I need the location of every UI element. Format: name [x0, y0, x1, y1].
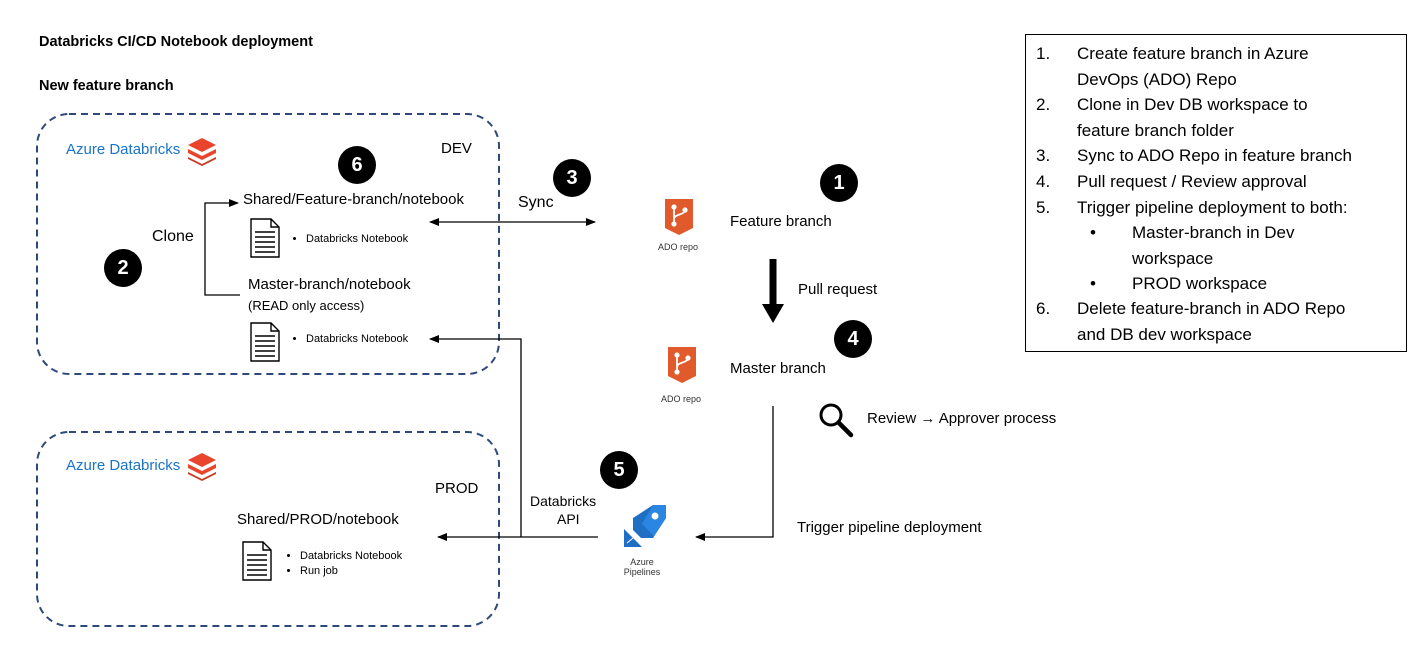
master-notebook-access: (READ only access)	[248, 298, 365, 313]
steps-list-box: 1. Create feature branch in Azure DevOps…	[1025, 34, 1407, 352]
pull-request-label: Pull request	[798, 281, 878, 298]
ado-repo-icon	[665, 346, 699, 389]
step-badge-5: 5	[600, 451, 638, 489]
azure-pipelines-line1: Azure	[630, 557, 654, 567]
feature-branch-label: Feature branch	[730, 213, 832, 230]
notebook-document-icon	[250, 322, 280, 367]
prod-run-job-note: Run job	[300, 565, 402, 577]
master-notebook-note: Databricks Notebook	[306, 333, 408, 345]
step-badge-2: 2	[104, 249, 142, 287]
trigger-pipeline-label: Trigger pipeline deployment	[797, 519, 982, 536]
ado-repo-icon	[662, 198, 696, 241]
clone-bracket	[204, 199, 240, 296]
dev-workspace-box	[36, 113, 500, 375]
feature-notebook-path: Shared/Feature-branch/notebook	[243, 191, 464, 208]
prod-env-label: PROD	[435, 480, 479, 497]
notebook-document-icon	[242, 541, 272, 586]
step-badge-4: 4	[834, 320, 872, 358]
search-icon	[818, 402, 854, 443]
prod-workspace-box	[36, 431, 500, 627]
substep-text: Master-branch in Dev	[1132, 223, 1295, 242]
step-number: 3.	[1036, 146, 1051, 165]
diagram-title: Databricks CI/CD Notebook deployment	[39, 34, 313, 50]
dev-azure-databricks-label: Azure Databricks	[66, 141, 181, 158]
prod-notebook-bullets: Databricks Notebook Run job	[284, 550, 402, 580]
prod-notebook-note: Databricks Notebook	[300, 550, 402, 562]
substep-text: workspace	[1132, 248, 1214, 268]
step-text: feature branch folder	[1077, 120, 1234, 140]
databricks-api-line2: API	[557, 511, 580, 527]
step-badge-3: 3	[553, 159, 591, 197]
step-number: 5.	[1036, 198, 1051, 217]
api-to-dev-arrow	[429, 335, 522, 537]
step-badge-1: 1	[820, 164, 858, 202]
clone-label: Clone	[152, 228, 194, 245]
step-text: Clone in Dev DB workspace to	[1077, 95, 1308, 114]
trigger-arrow	[695, 406, 774, 541]
step-number: 4.	[1036, 172, 1051, 191]
databricks-logo-icon	[186, 451, 218, 486]
ado-repo-label-master: ADO repo	[661, 394, 702, 404]
step-badge-6: 6	[338, 146, 376, 184]
azure-pipelines-icon	[622, 503, 668, 554]
databricks-logo-icon	[186, 136, 218, 171]
master-notebook-path: Master-branch/notebook	[248, 276, 411, 293]
prod-azure-databricks-label: Azure Databricks	[66, 457, 181, 474]
sync-label: Sync	[518, 194, 554, 211]
feature-notebook-note: Databricks Notebook	[306, 233, 408, 245]
azure-pipelines-label: Azure Pipelines	[618, 557, 666, 577]
master-branch-label: Master branch	[730, 360, 826, 377]
ado-repo-label-feature: ADO repo	[658, 242, 699, 252]
step-text: Trigger pipeline deployment to both:	[1077, 198, 1348, 217]
step-text: Delete feature-branch in ADO Repo	[1077, 299, 1346, 318]
step-text: DevOps (ADO) Repo	[1077, 69, 1237, 89]
diagram-subtitle: New feature branch	[39, 78, 174, 94]
databricks-api-label: Databricks API	[530, 492, 634, 528]
prod-notebook-path: Shared/PROD/notebook	[237, 511, 399, 528]
step-text: Create feature branch in Azure	[1077, 44, 1309, 63]
substep-text: PROD workspace	[1132, 274, 1268, 293]
step-text: Sync to ADO Repo in feature branch	[1077, 146, 1352, 165]
azure-pipelines-line2: Pipelines	[623, 567, 661, 577]
step-text: Pull request / Review approval	[1077, 172, 1307, 191]
step-number: 1.	[1036, 44, 1051, 63]
step-text: and DB dev workspace	[1077, 324, 1252, 344]
review-approver-label: Review → Approver process	[867, 410, 1057, 427]
step-number: 6.	[1036, 299, 1051, 318]
step-number: 2.	[1036, 95, 1051, 114]
pull-request-arrowhead	[762, 304, 784, 323]
dev-env-label: DEV	[441, 140, 472, 157]
bullet-dot: •	[1090, 223, 1096, 242]
master-notebook-bullets: Databricks Notebook	[290, 333, 408, 348]
notebook-document-icon	[250, 218, 280, 263]
databricks-api-line1: Databricks	[530, 493, 597, 509]
feature-notebook-bullets: Databricks Notebook	[290, 233, 408, 248]
bullet-dot: •	[1090, 274, 1096, 293]
